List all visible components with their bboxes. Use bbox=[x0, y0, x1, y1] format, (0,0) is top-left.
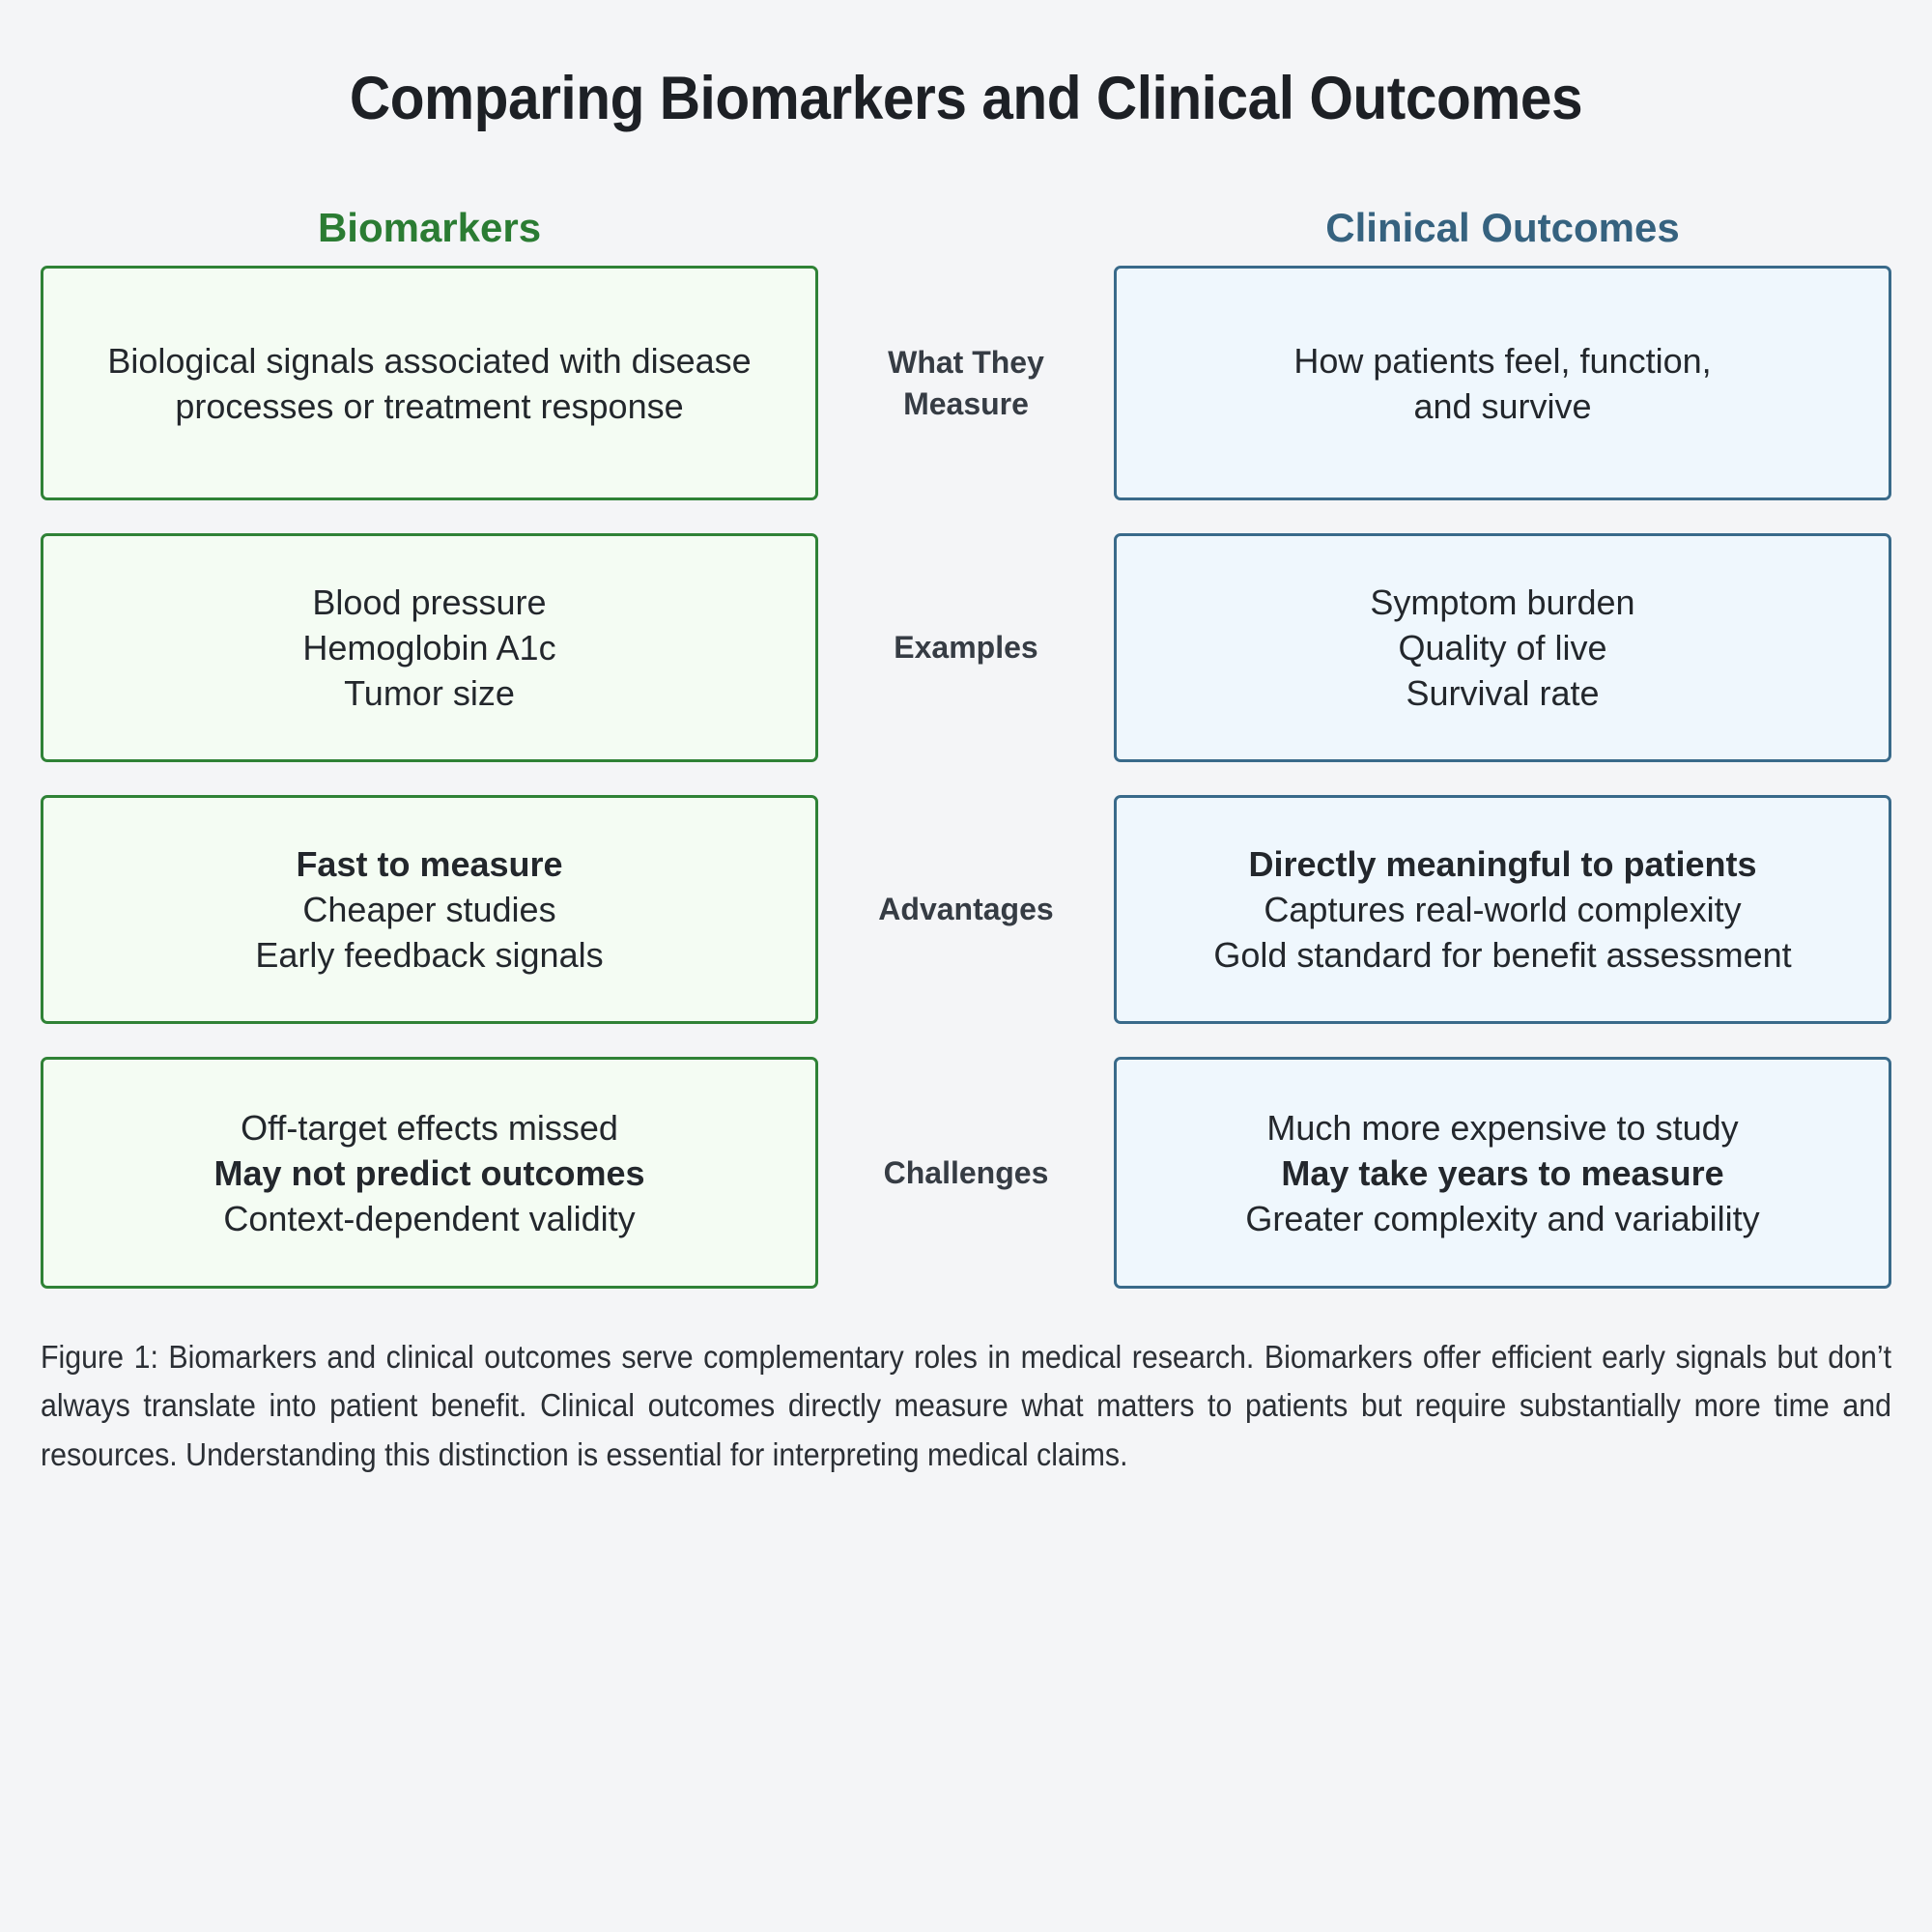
row-label-text: What They Measure bbox=[888, 344, 1044, 421]
row-label: Examples bbox=[818, 533, 1114, 762]
cell-line: Greater complexity and variability bbox=[1245, 1198, 1760, 1238]
column-headers: Biomarkers Clinical Outcomes bbox=[41, 192, 1891, 248]
comparison-row: Biological signals associated with disea… bbox=[41, 266, 1891, 501]
cell-line: Cheaper studies bbox=[302, 890, 556, 930]
cell-line: Gold standard for benefit assessment bbox=[1213, 935, 1792, 976]
row-label: Challenges bbox=[818, 1057, 1114, 1289]
cell-line: Context-dependent validity bbox=[223, 1198, 636, 1238]
row-label-text: Examples bbox=[894, 630, 1038, 666]
column-header-biomarkers: Biomarkers bbox=[317, 205, 542, 251]
column-header-clinical-outcomes: Clinical Outcomes bbox=[1325, 205, 1680, 251]
row-label: What They Measure bbox=[818, 266, 1114, 500]
cell-line: Quality of live bbox=[1398, 628, 1607, 668]
cell-line: Symptom burden bbox=[1370, 582, 1635, 623]
cell-line: Biological signals associated with disea… bbox=[107, 340, 752, 426]
cell-line: Tumor size bbox=[344, 673, 515, 714]
row-label-text: Challenges bbox=[883, 1154, 1049, 1190]
cell-line: Blood pressure bbox=[312, 582, 547, 623]
figure-title: Comparing Biomarkers and Clinical Outcom… bbox=[349, 65, 1583, 132]
comparison-rows: Biological signals associated with disea… bbox=[41, 266, 1891, 1290]
cell-line: Early feedback signals bbox=[255, 935, 604, 976]
row-label: Advantages bbox=[818, 795, 1114, 1024]
cell-line: How patients feel, function, and survive bbox=[1293, 340, 1712, 426]
cell-line: Hemoglobin A1c bbox=[302, 628, 556, 668]
cell-line: Captures real-world complexity bbox=[1264, 890, 1742, 930]
row-label-text: Advantages bbox=[878, 892, 1054, 927]
cell-line: May not predict outcomes bbox=[213, 1152, 645, 1193]
cell-line: Off-target effects missed bbox=[241, 1107, 618, 1148]
clinical-outcome-cell: How patients feel, function, and survive bbox=[1114, 266, 1891, 501]
cell-line: Fast to measure bbox=[296, 844, 563, 885]
figure-caption: Figure 1: Biomarkers and clinical outcom… bbox=[41, 1339, 1892, 1472]
cell-line: May take years to measure bbox=[1281, 1152, 1724, 1193]
cell-line: Directly meaningful to patients bbox=[1248, 844, 1757, 885]
cell-line: Survival rate bbox=[1406, 673, 1600, 714]
biomarker-cell: Biological signals associated with disea… bbox=[41, 266, 818, 501]
cell-line: Much more expensive to study bbox=[1266, 1107, 1739, 1148]
